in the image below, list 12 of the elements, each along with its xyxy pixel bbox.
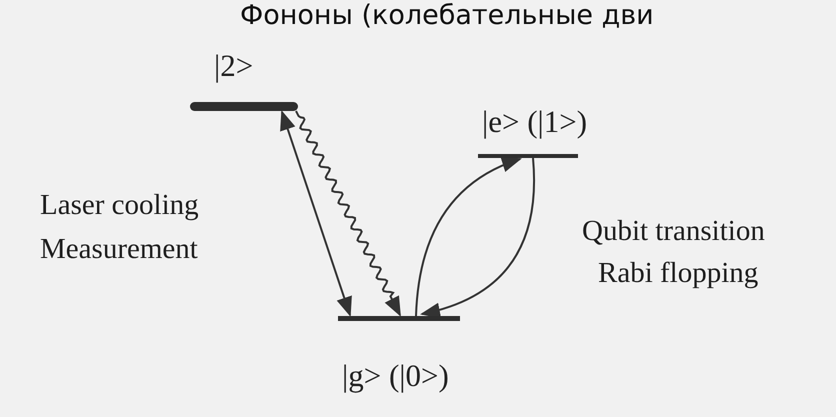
wavy-arrow [295, 110, 401, 317]
arrow [415, 158, 522, 316]
arrow [280, 110, 352, 317]
transition-label: Measurement [40, 232, 198, 266]
state-label: |e> (|1>) [482, 104, 588, 140]
transition-label: Laser cooling [40, 188, 199, 222]
transition-label: Rabi flopping [598, 256, 758, 290]
heading: Фононы (колебательные дви [240, 0, 654, 32]
state-label: |g> (|0>) [342, 358, 449, 394]
arrow [420, 158, 536, 318]
state-label: |2> [214, 48, 254, 84]
transition-label: Qubit transition [582, 214, 765, 248]
